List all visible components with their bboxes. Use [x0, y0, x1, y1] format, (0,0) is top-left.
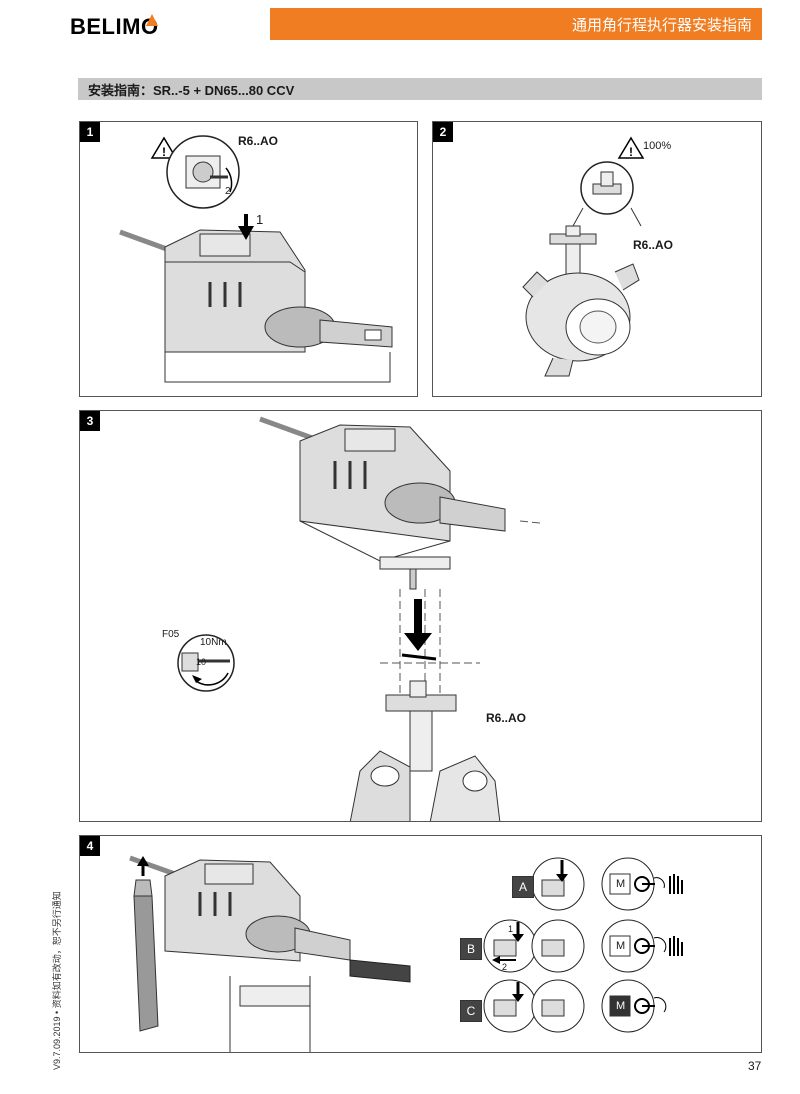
step-3-valve-label: R6..AO [486, 711, 527, 725]
logo-mark-icon [146, 14, 158, 26]
document-title-bar: 通用角行程执行器安装指南 [270, 8, 762, 40]
manual-symbol-a: M [616, 878, 626, 890]
section-subtitle: 安装指南：SR..-5 + DN65...80 CCV [88, 82, 295, 98]
step-3-torque-label: 10Nm [200, 637, 227, 648]
step-2-percent: 100% [643, 140, 672, 152]
step-3-flange-label: F05 [162, 629, 180, 640]
document-title: 通用角行程执行器安装指南 [571, 16, 752, 34]
manual-symbol-b: M [616, 940, 626, 952]
step-3-illustration [177, 416, 541, 821]
step-2-illustration: ! [522, 136, 645, 377]
mode-b-step-1: 1 [508, 924, 514, 934]
step-1-number: 1 [80, 122, 100, 142]
step-2-panel: 2 ! 100% R6..AO [432, 121, 762, 397]
step-1-valve-label: R6..AO [238, 134, 279, 148]
step-3-number: 3 [80, 411, 100, 431]
step-3-panel: 3 F05 10Nm 10 R6 [79, 410, 762, 822]
step-4-illustration [129, 855, 683, 1052]
manual-symbol-c: M [616, 1000, 626, 1012]
step-4-number: 4 [80, 836, 100, 856]
mode-b-label: B [460, 938, 482, 960]
step-1-arrow-number: 1 [256, 212, 264, 227]
step-1-panel: 1 ! R6..AO 1 2 [79, 121, 418, 397]
svg-text:!: ! [162, 145, 166, 159]
section-subtitle-bar: 安装指南：SR..-5 + DN65...80 CCV [78, 78, 762, 100]
mode-b-step-2: 2 [502, 962, 508, 972]
revision-note: V9.7.09.2019 • 资料如有改动，恕不另行通知 [52, 891, 62, 1070]
page-number: 37 [748, 1059, 762, 1073]
belimo-logo: BELIMO [70, 14, 159, 39]
step-3-torque-number: 10 [196, 657, 207, 667]
step-2-valve-label: R6..AO [633, 238, 674, 252]
svg-text:!: ! [629, 145, 633, 159]
step-1-illustration: ! [119, 135, 393, 383]
mode-c-label: C [460, 1000, 482, 1022]
step-4-panel: 4 [79, 835, 762, 1053]
step-1-rotate-number: 2 [225, 186, 231, 197]
step-2-number: 2 [433, 122, 453, 142]
mode-a-label: A [512, 876, 534, 898]
